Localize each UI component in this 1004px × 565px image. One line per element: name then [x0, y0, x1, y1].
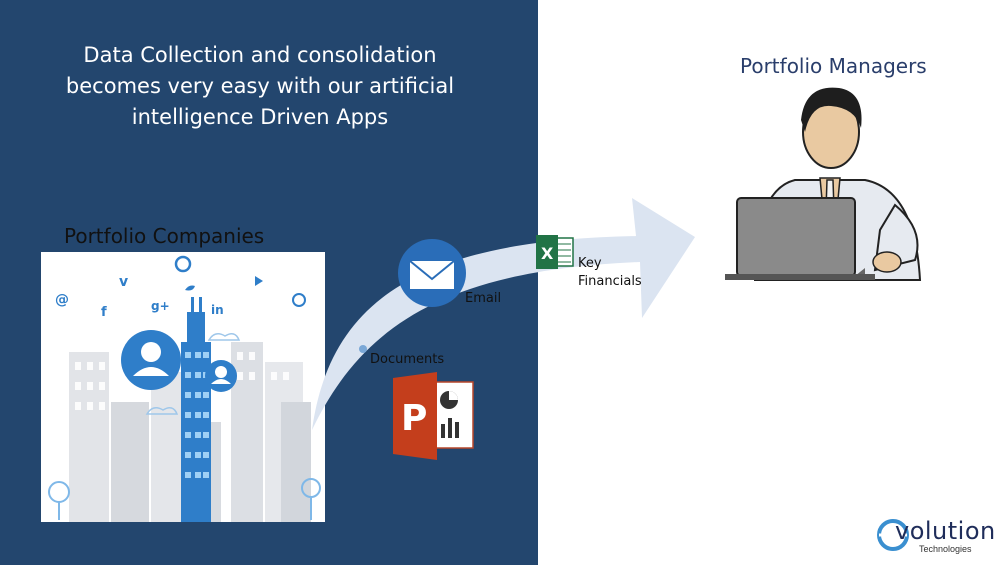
svg-text:P: P — [401, 398, 427, 439]
svg-text:g+: g+ — [151, 299, 170, 313]
portfolio-companies-illustration: v f g+ in @ — [41, 252, 325, 522]
logo-word: volution — [895, 517, 996, 545]
manager-at-laptop-icon — [715, 80, 945, 295]
svg-text:in: in — [211, 303, 224, 317]
city-skyline-icon: v f g+ in @ — [48, 255, 321, 522]
logo-mark-icon — [877, 519, 909, 551]
svg-text:v: v — [119, 274, 128, 290]
portfolio-companies-label: Portfolio Companies — [64, 224, 265, 248]
svg-text:@: @ — [55, 292, 69, 308]
documents-label: Documents — [370, 352, 445, 367]
headline-text: Data Collection and consolidation become… — [65, 43, 455, 129]
excel-icon: X — [536, 235, 574, 274]
logo-subtitle: Technologies — [919, 544, 972, 554]
evolution-technologies-logo: volution Technologies — [875, 515, 1000, 560]
email-label: Email — [465, 291, 502, 306]
email-icon — [396, 237, 468, 314]
key-financials-label: Key Financials — [578, 256, 642, 289]
svg-text:f: f — [101, 305, 107, 320]
svg-text:X: X — [541, 244, 554, 263]
portfolio-managers-label: Portfolio Managers — [740, 54, 927, 78]
powerpoint-icon: P — [393, 372, 475, 465]
